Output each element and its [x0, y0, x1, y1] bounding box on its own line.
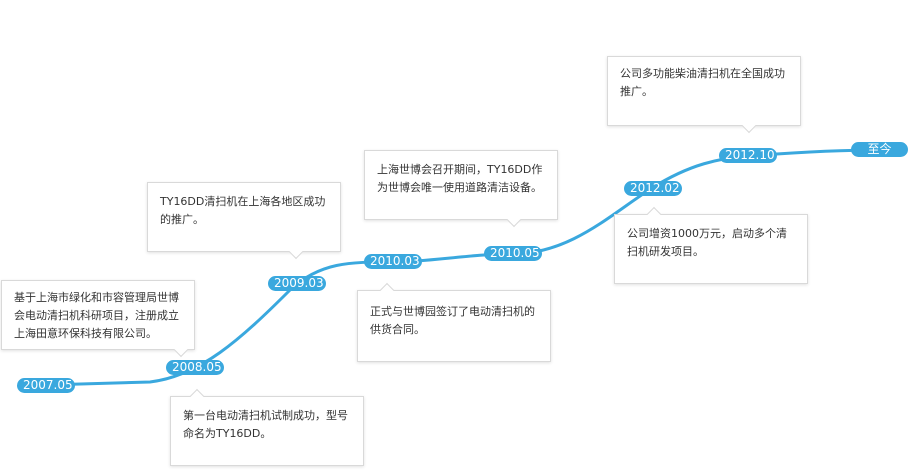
event-text: 第一台电动清扫机试制成功，型号命名为TY16DD。 [183, 409, 348, 440]
event-text: 公司增资1000万元，启动多个清扫机研发项目。 [627, 227, 787, 258]
milestone-2009-03: 2009.03 [268, 276, 326, 291]
event-text: 正式与世博园签订了电动清扫机的供货合同。 [370, 305, 535, 336]
milestone-2012-02: 2012.02 [624, 181, 682, 196]
event-text: 基于上海市绿化和市容管理局世博会电动清扫机科研项目，注册成立上海田意环保科技有限… [14, 291, 179, 340]
event-card-2012-10: 公司多功能柴油清扫机在全国成功推广。 [607, 56, 801, 134]
milestone-2010-03: 2010.03 [364, 254, 422, 269]
event-text: 公司多功能柴油清扫机在全国成功推广。 [620, 67, 785, 98]
event-text: TY16DD清扫机在上海各地区成功的推广。 [160, 195, 326, 226]
milestone-2008-05: 2008.05 [166, 360, 224, 375]
event-card-2012-02: 公司增资1000万元，启动多个清扫机研发项目。 [614, 206, 808, 284]
event-text: 上海世博会召开期间，TY16DD作为世博会唯一使用道路清洁设备。 [377, 163, 543, 194]
event-card-2010-03: 正式与世博园签订了电动清扫机的供货合同。 [357, 282, 551, 362]
event-card-2010-05: 上海世博会召开期间，TY16DD作为世博会唯一使用道路清洁设备。 [364, 150, 558, 228]
milestone-2010-05: 2010.05 [484, 246, 542, 261]
event-card-2009-03: TY16DD清扫机在上海各地区成功的推广。 [147, 182, 341, 260]
milestone-2012-10: 2012.10 [719, 148, 777, 163]
milestone-2007-05: 2007.05 [17, 378, 75, 393]
milestone-present: 至今 [851, 142, 908, 157]
event-card-2008-05: 第一台电动清扫机试制成功，型号命名为TY16DD。 [170, 388, 364, 466]
event-card-2007-05: 基于上海市绿化和市容管理局世博会电动清扫机科研项目，注册成立上海田意环保科技有限… [1, 280, 195, 358]
